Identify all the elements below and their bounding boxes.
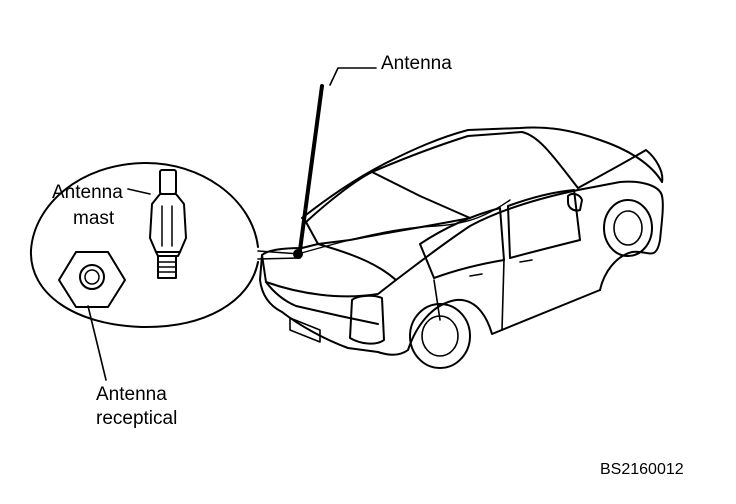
antenna-mast-label-line1: Antenna — [52, 182, 123, 203]
leader-lines — [87, 67, 377, 381]
antenna-receptical-drawing — [58, 251, 126, 308]
antenna-label: Antenna — [381, 53, 452, 74]
detail-callout-circle — [29, 161, 301, 329]
antenna-mast-drawing — [149, 169, 187, 279]
car-body — [259, 126, 664, 369]
antenna-rod — [293, 84, 511, 259]
figure-code: BS2160012 — [600, 461, 684, 478]
antenna-mast-label-line2: mast — [73, 208, 115, 229]
antenna-receptical-label-line2: receptical — [96, 408, 178, 429]
antenna-receptical-label-line1: Antenna — [96, 384, 167, 405]
